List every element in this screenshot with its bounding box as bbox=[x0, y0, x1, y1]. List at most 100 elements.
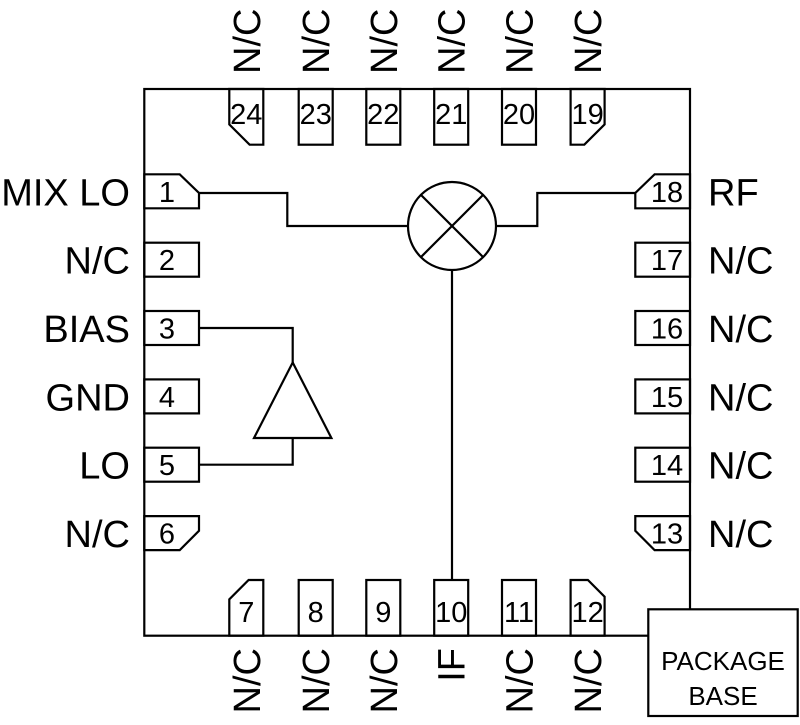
pin-15: 15 bbox=[634, 378, 692, 415]
mixer-circle bbox=[406, 180, 498, 272]
pin-12-label: N/C bbox=[568, 648, 610, 713]
pin-7-pad bbox=[228, 578, 265, 637]
pin-22-number: 22 bbox=[367, 99, 399, 131]
pin-4-pad bbox=[143, 378, 201, 415]
pin-9: 9 bbox=[365, 578, 402, 637]
pin-18-pad bbox=[634, 173, 692, 210]
pin-14-pad bbox=[634, 446, 692, 483]
pin-23-label: N/C bbox=[296, 9, 338, 74]
pin-24-label: N/C bbox=[227, 9, 269, 74]
pin-9-label: N/C bbox=[364, 648, 406, 713]
pin-9-pad bbox=[365, 578, 402, 637]
pin-17-label: N/C bbox=[708, 241, 773, 283]
pin-24-pad bbox=[228, 87, 265, 146]
pin-3-pad bbox=[143, 309, 201, 347]
package-base-label-line1: PACKAGE bbox=[661, 646, 785, 676]
pin-8: 8 bbox=[297, 578, 334, 637]
pin-3-label: BIAS bbox=[43, 309, 130, 351]
pin-10: 10 bbox=[433, 578, 470, 637]
pin-16-number: 16 bbox=[651, 314, 683, 346]
mixer-symbol-icon bbox=[406, 180, 498, 272]
pin-6-number: 6 bbox=[159, 519, 175, 551]
pin-17: 17 bbox=[634, 241, 692, 278]
package-base: PACKAGE BASE bbox=[647, 608, 799, 718]
pin-6: 6 bbox=[143, 515, 201, 552]
mixer-x-line-2 bbox=[420, 194, 484, 258]
pin-2-number: 2 bbox=[159, 245, 175, 277]
trace-bias-to-amplifier bbox=[199, 326, 294, 363]
pin-2: 2 bbox=[143, 241, 201, 278]
pin-1-number: 1 bbox=[159, 177, 175, 209]
package-base-box bbox=[647, 608, 799, 718]
pin-15-label: N/C bbox=[708, 377, 773, 419]
pin-16-pad bbox=[634, 309, 692, 347]
pin-14-label: N/C bbox=[708, 446, 773, 488]
pin-3: 3 bbox=[143, 309, 201, 347]
pin-24: 24 bbox=[228, 87, 265, 146]
pin-16-label: N/C bbox=[708, 309, 773, 351]
pin-5: 5 bbox=[143, 446, 201, 483]
pin-3-number: 3 bbox=[159, 314, 175, 346]
package-base-label-line2: BASE bbox=[688, 681, 757, 711]
pin-13-pad bbox=[634, 515, 692, 552]
pin-23: 23 bbox=[297, 87, 334, 146]
package-outline bbox=[143, 87, 692, 637]
pin-7-label: N/C bbox=[227, 648, 269, 713]
pin-2-label: N/C bbox=[65, 241, 130, 283]
pin-20-label: N/C bbox=[500, 9, 542, 74]
pin-7: 7 bbox=[228, 578, 265, 637]
pin-6-label: N/C bbox=[65, 514, 130, 556]
pin-20-number: 20 bbox=[503, 99, 535, 131]
pin-6-pad bbox=[143, 515, 201, 552]
pin-1: 1 bbox=[143, 173, 201, 210]
pin-21: 21 bbox=[433, 87, 470, 146]
pin-19-pad bbox=[569, 87, 606, 146]
pin-13-label: N/C bbox=[708, 514, 773, 556]
pin-15-pad bbox=[634, 378, 692, 415]
pin-18: 18 bbox=[634, 173, 692, 210]
pin-18-number: 18 bbox=[651, 177, 683, 209]
pin-21-pad bbox=[433, 87, 470, 146]
pin-18-label: RF bbox=[708, 172, 759, 214]
trace-mixlo-to-mixer bbox=[199, 191, 408, 228]
pin-1-pad bbox=[143, 173, 201, 210]
pin-5-number: 5 bbox=[159, 450, 175, 482]
pin-9-number: 9 bbox=[375, 597, 391, 629]
pin-5-label: LO bbox=[79, 446, 130, 488]
pin-12-pad bbox=[569, 578, 606, 637]
pin-19: 19 bbox=[569, 87, 606, 146]
pin-16: 16 bbox=[634, 309, 692, 347]
pin-20: 20 bbox=[500, 87, 538, 146]
pin-20-pad bbox=[500, 87, 538, 146]
pin-21-label: N/C bbox=[432, 9, 474, 74]
pin-19-number: 19 bbox=[571, 99, 603, 131]
pin-7-number: 7 bbox=[238, 597, 254, 629]
pin-13-number: 13 bbox=[651, 519, 683, 551]
pin-11-pad bbox=[500, 578, 538, 637]
pin-23-pad bbox=[297, 87, 334, 146]
pin-22-label: N/C bbox=[364, 9, 406, 74]
pin-4: 4 bbox=[143, 378, 201, 415]
pin-22-pad bbox=[365, 87, 402, 146]
pin-11-number: 11 bbox=[504, 597, 534, 629]
pin-12: 12 bbox=[569, 578, 606, 637]
pin-24-number: 24 bbox=[230, 99, 262, 131]
pin-13: 13 bbox=[634, 515, 692, 552]
pin-12-number: 12 bbox=[571, 597, 603, 629]
pin-11: 11 bbox=[500, 578, 538, 637]
pin-8-label: N/C bbox=[296, 648, 338, 713]
pin-10-number: 10 bbox=[435, 597, 467, 629]
pin-1-label: MIX LO bbox=[1, 172, 130, 214]
pin-17-pad bbox=[634, 241, 692, 278]
pin-10-pad bbox=[433, 578, 470, 637]
trace-mixer-to-rf bbox=[496, 191, 636, 228]
pin-23-number: 23 bbox=[300, 99, 332, 131]
pin-14-number: 14 bbox=[651, 450, 683, 482]
pin-8-pad bbox=[297, 578, 334, 637]
trace-amplifier-to-lo bbox=[199, 438, 294, 466]
pin-15-number: 15 bbox=[651, 382, 683, 414]
pin-14: 14 bbox=[634, 446, 692, 483]
pin-2-pad bbox=[143, 241, 201, 278]
